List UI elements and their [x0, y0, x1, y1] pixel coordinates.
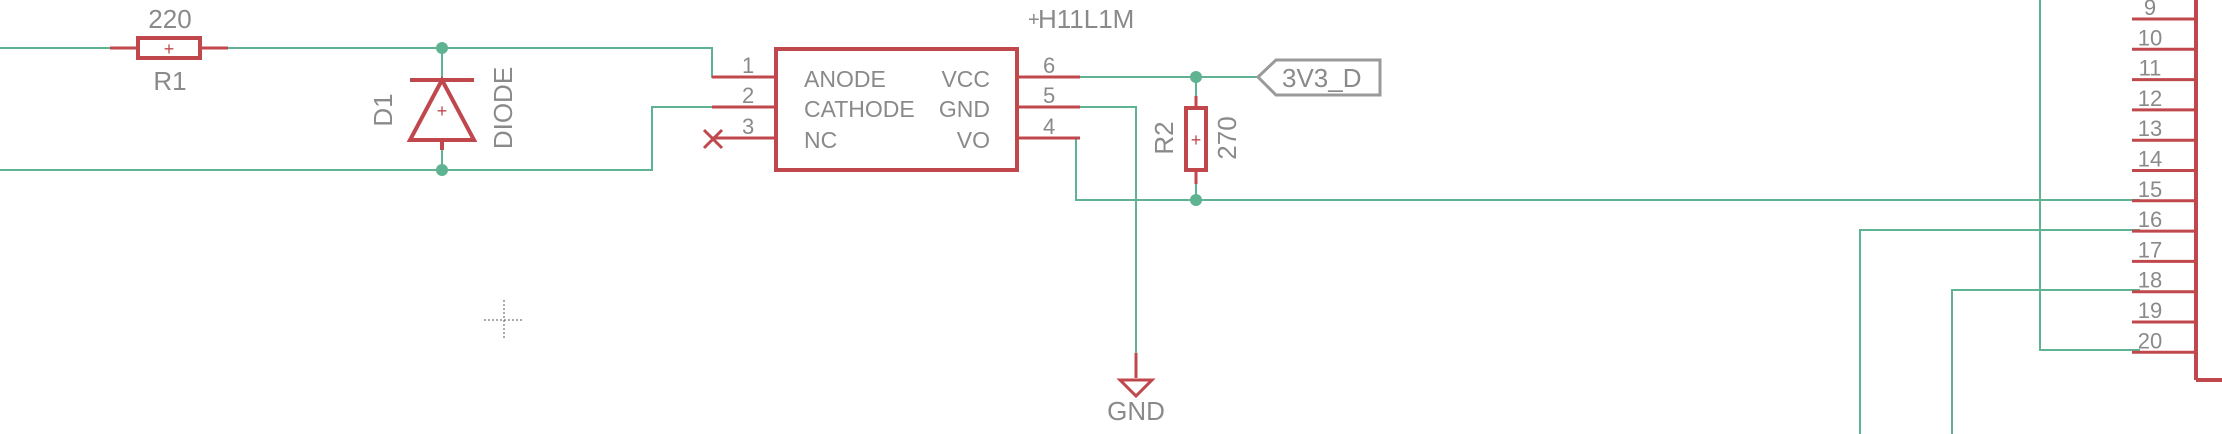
r1-origin-cross: +: [164, 39, 175, 59]
pin-2-label: CATHODE: [804, 96, 915, 122]
gnd-triangle: [1116, 378, 1156, 399]
no-connect-mark: [702, 128, 724, 150]
wire-bus-20[interactable]: [2039, 0, 2140, 351]
r2-name: R2: [1149, 121, 1179, 154]
connector-pin-number: 12: [2138, 86, 2162, 111]
pin-1-number: 1: [742, 53, 754, 78]
wire-gnd[interactable]: [1075, 106, 1137, 353]
wires: [0, 0, 2140, 434]
r2-origin-cross: +: [1191, 130, 1202, 150]
opto-name: H11L1M: [1038, 4, 1134, 34]
connector-pin-number: 16: [2138, 207, 2162, 232]
d1-value: DIODE: [488, 67, 518, 149]
connector-pins: 9 10 11 12 13 14 15 16 17 18 19 20: [2132, 0, 2196, 354]
crosshair-cursor: [484, 300, 524, 340]
connector-header[interactable]: 9 10 11 12 13 14 15 16 17 18 19 20: [2132, 0, 2222, 382]
junction-dot: [436, 42, 448, 54]
wire-bus-16[interactable]: [1859, 229, 2140, 434]
diode-d1[interactable]: + D1 DIODE: [368, 67, 518, 150]
supply-port-label: 3V3_D: [1282, 63, 1362, 93]
wire-bus-18[interactable]: [1951, 289, 2140, 434]
junction-dot: [1190, 71, 1202, 83]
resistor-r2[interactable]: + R2 270: [1149, 96, 1242, 184]
connector-pin-number: 11: [2139, 56, 2162, 81]
pin-6-label: VCC: [941, 66, 990, 92]
connector-pin-number: 13: [2138, 116, 2162, 141]
pin-4-label: VO: [957, 127, 990, 153]
r2-value: 270: [1212, 116, 1242, 159]
r1-body: [136, 36, 202, 60]
junction-dot: [1190, 194, 1202, 206]
wire-input-bottom[interactable]: [0, 106, 740, 171]
supply-port-outline: [1255, 58, 1382, 97]
connector-pin-number: 15: [2138, 177, 2162, 202]
supply-port-3v3-d[interactable]: 3V3_D: [1255, 58, 1382, 97]
d1-name: D1: [368, 93, 398, 126]
pin-1-label: ANODE: [804, 66, 886, 92]
connector-pin-number: 17: [2138, 237, 2162, 262]
gnd-label: GND: [1107, 396, 1165, 426]
resistor-r1[interactable]: + 220 R1: [110, 4, 228, 96]
pin-6-number: 6: [1043, 53, 1055, 78]
opto-body: [774, 47, 1019, 172]
junctions: [436, 42, 1202, 206]
pin-5-number: 5: [1043, 83, 1055, 108]
connector-pin-number: 10: [2138, 25, 2162, 50]
pin-5-label: GND: [939, 96, 990, 122]
d1-origin-cross: +: [437, 101, 448, 121]
optocoupler-h11l1m[interactable]: + H11L1M 1 2 3 ANODE CATHODE NC 6 5 4 VC…: [702, 4, 1134, 172]
r1-value: 220: [148, 4, 191, 34]
connector-pin-number: 18: [2138, 268, 2162, 293]
connector-pin-number: 20: [2138, 328, 2162, 353]
r1-name: R1: [153, 66, 186, 96]
connector-pin-number: 9: [2144, 0, 2156, 20]
r2-body: [1184, 106, 1208, 172]
wire-r1-to-pin1[interactable]: [228, 47, 740, 78]
junction-dot: [436, 164, 448, 176]
ground-symbol[interactable]: GND: [1107, 353, 1165, 426]
pin-2-number: 2: [742, 83, 754, 108]
pin-3-label: NC: [804, 127, 837, 153]
pin-4-number: 4: [1043, 114, 1055, 139]
opto-origin-cross: +: [1028, 9, 1040, 31]
connector-pin-number: 14: [2138, 147, 2162, 172]
connector-pin-number: 19: [2138, 298, 2162, 323]
pin-3-number: 3: [742, 114, 754, 139]
